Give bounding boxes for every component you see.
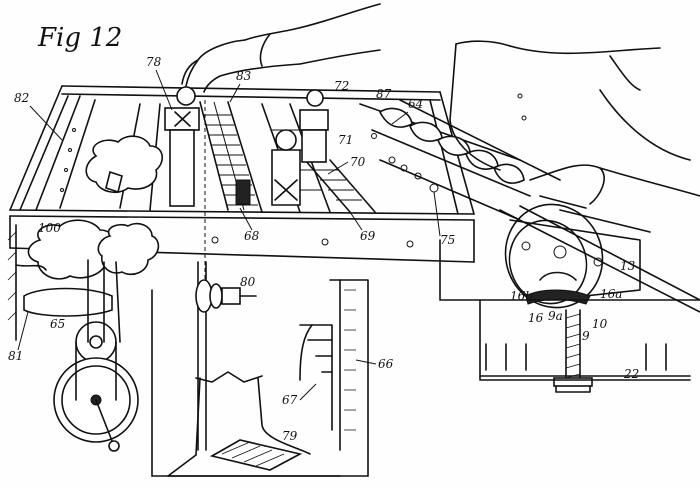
label-72: 72 (334, 79, 349, 93)
label-71: 71 (338, 133, 353, 147)
label-9: 9 (582, 329, 590, 343)
label-83: 83 (236, 69, 252, 83)
label-78: 78 (146, 55, 162, 69)
label-67: 67 (282, 393, 298, 407)
figure-title: Fig 12 (37, 23, 122, 53)
pulley-assembly (53, 259, 139, 452)
label-79: 79 (282, 429, 298, 443)
potatoes-left (23, 135, 163, 317)
wall-panel (151, 279, 369, 477)
label-16: 16 (528, 311, 544, 325)
label-70: 70 (350, 155, 366, 169)
label-64: 64 (408, 97, 423, 111)
roller-assembly (359, 99, 561, 221)
label-22: 22 (623, 367, 639, 381)
left-wall (7, 224, 47, 341)
clamp-holders (164, 86, 329, 207)
label-16a: 16a (600, 287, 622, 301)
label-9a: 9a (548, 309, 563, 323)
label-82: 82 (14, 91, 29, 105)
label-66: 66 (378, 357, 394, 371)
label-65: 65 (50, 317, 65, 331)
label-75: 75 (440, 233, 455, 247)
label-80: 80 (240, 275, 256, 289)
label-13: 13 (620, 259, 636, 273)
base-floor (439, 239, 700, 393)
label-100: 100 (38, 221, 61, 235)
label-81: 81 (8, 349, 23, 363)
hand-top (181, 3, 381, 93)
belt-pulley (195, 261, 257, 451)
label-87: 87 (376, 87, 392, 101)
label-16b: 16b (510, 289, 533, 303)
reference-labels: 82 78 83 72 87 64 71 70 68 69 75 100 65 … (8, 55, 639, 443)
pedal-stand (167, 371, 341, 477)
hand-right (449, 40, 700, 209)
label-68: 68 (244, 229, 260, 243)
label-69: 69 (360, 229, 376, 243)
label-10: 10 (592, 317, 608, 331)
